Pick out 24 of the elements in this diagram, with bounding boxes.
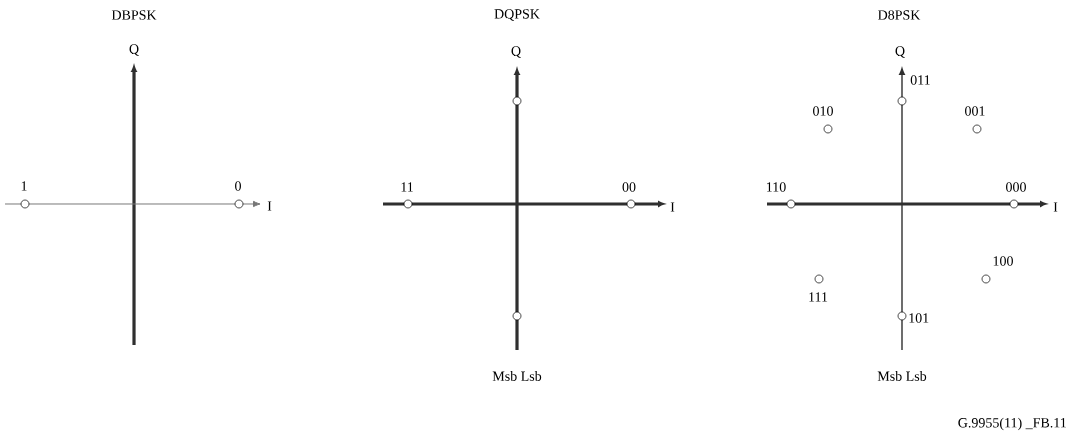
panel-title: DBPSK — [111, 10, 157, 20]
panel-title: DQPSK — [494, 9, 540, 21]
axis-label: I — [1053, 202, 1058, 212]
symbol-label: 010 — [813, 106, 833, 116]
figure-id: G.9955(11) _FB.11 — [958, 417, 1066, 431]
bit-order-label: Msb Lsb — [877, 371, 927, 381]
symbol-label: 11 — [401, 182, 413, 192]
bit-order-label: Msb Lsb — [492, 371, 542, 381]
axis-label: I — [267, 201, 272, 211]
symbol-label: 000 — [1006, 182, 1026, 192]
axis-label: Q — [895, 46, 905, 58]
symbol-label: 111 — [809, 292, 828, 302]
symbol-label: 1 — [21, 181, 27, 191]
symbol-label: 00 — [622, 182, 636, 192]
symbol-label: 100 — [993, 256, 1013, 266]
axis-label: Q — [129, 44, 139, 56]
symbol-label: 001 — [965, 106, 985, 116]
axis-label: I — [670, 202, 675, 212]
axis-label: Q — [511, 46, 521, 58]
symbol-label: 011 — [910, 75, 930, 85]
symbol-label: 101 — [909, 313, 929, 323]
symbol-label: 110 — [767, 182, 786, 192]
symbol-label: 0 — [235, 181, 241, 191]
panel-title: D8PSK — [878, 10, 921, 20]
